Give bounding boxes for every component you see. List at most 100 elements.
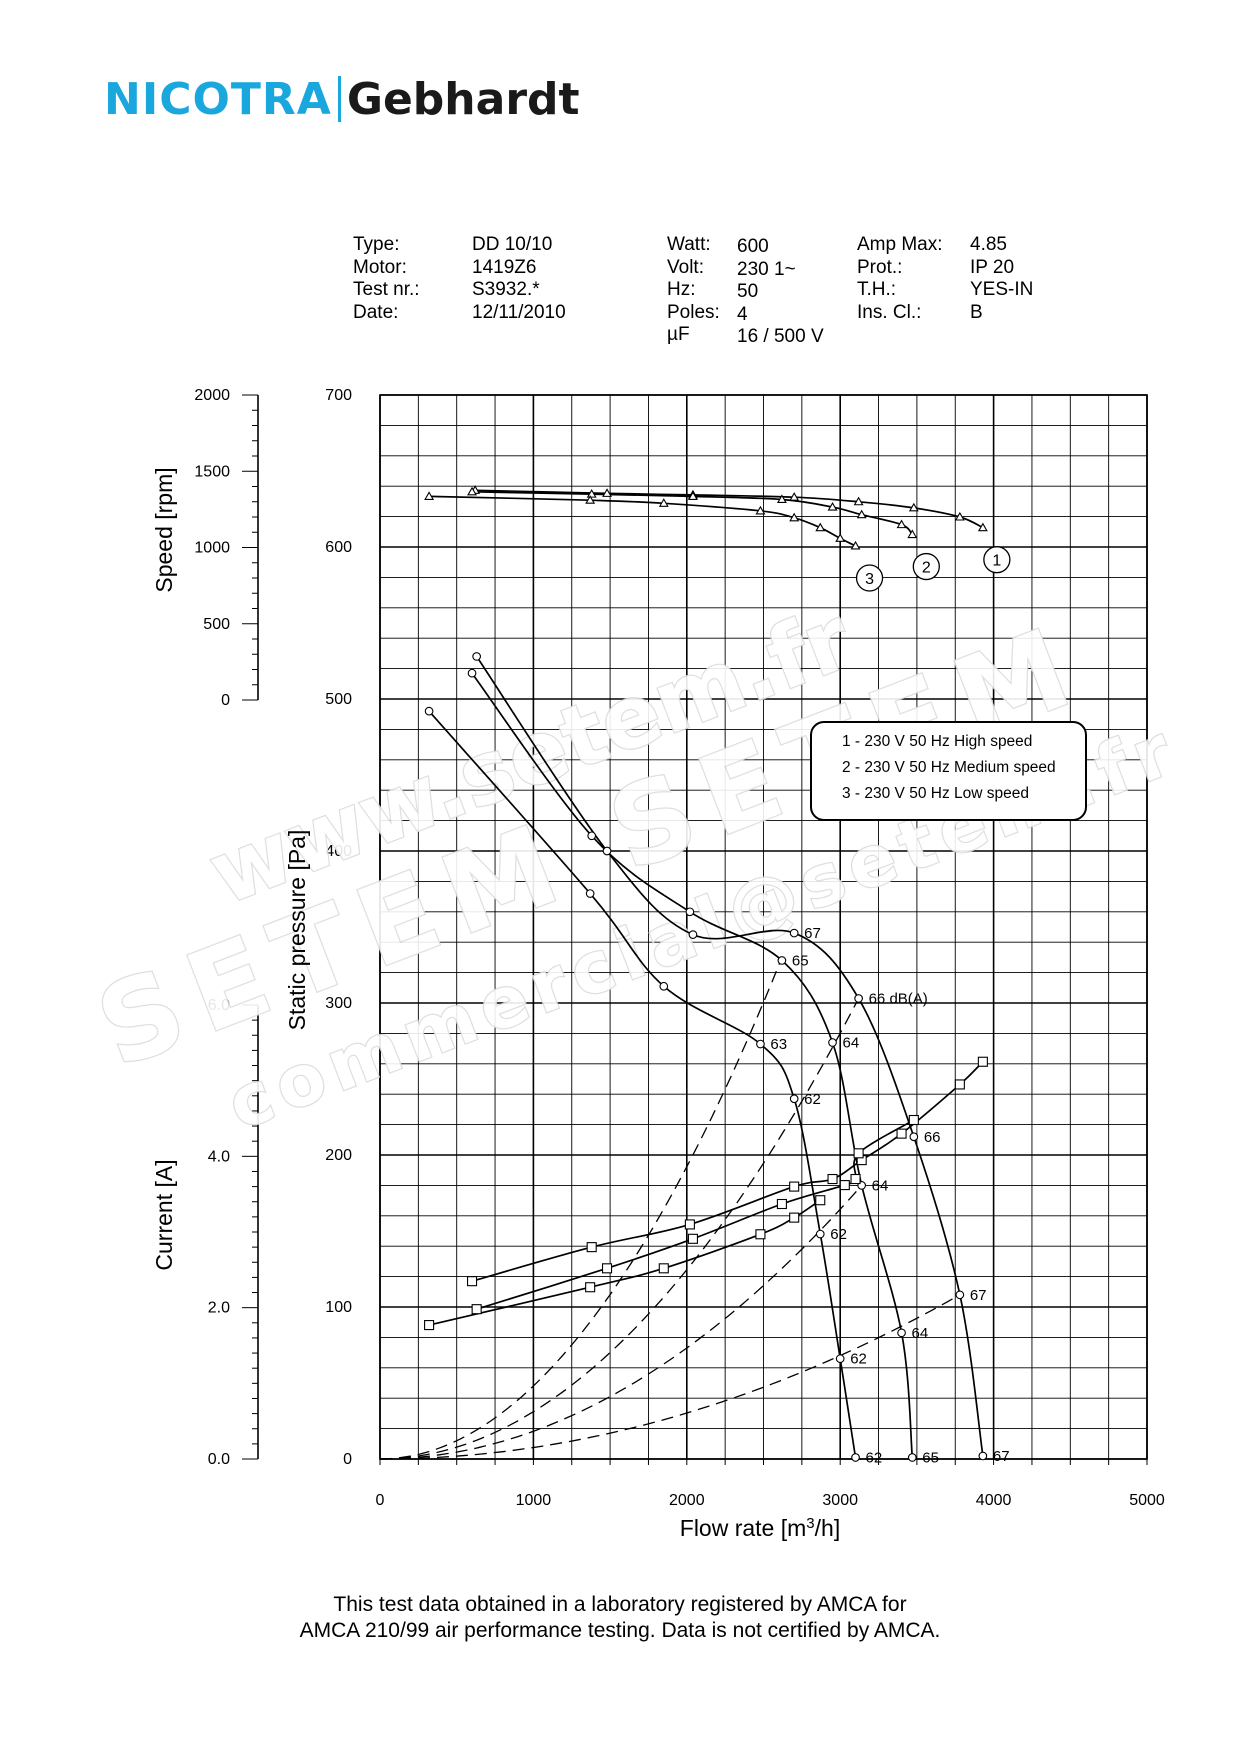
noise-level-label: 64 [843,1035,860,1052]
speed-point-marker [586,489,597,498]
spec-th-label: T.H.: [857,279,897,300]
speed-point-marker [977,522,988,532]
speed-tick-label: 0 [221,692,230,709]
current-point-marker [850,1173,861,1185]
noise-level-label: 62 [866,1449,883,1466]
current-point-marker [827,1173,838,1185]
speed-axis-label: Speed [rpm] [151,467,177,592]
x-tick-label: 5000 [1129,1492,1165,1509]
current-point-marker [466,1276,478,1287]
noise-level-label: 67 [970,1287,987,1304]
pressure-point-marker [472,652,481,661]
current-point-marker [684,1219,695,1230]
spec-test-value: S3932.* [472,279,540,300]
x-tick-label: 2000 [669,1492,705,1509]
pressure-point-marker [777,956,787,965]
noise-level-label: 63 [770,1036,787,1053]
footer-note: This test data obtained in a laboratory … [0,1592,1240,1644]
pressure-tick-label: 200 [325,1147,352,1164]
pressure-point-marker [851,1453,860,1462]
spec-type-label: Type: [353,234,400,255]
pressure-tick-label: 600 [325,539,352,556]
x-tick-label: 1000 [516,1492,552,1509]
speed-point-marker [954,511,965,521]
spec-inscl-label: Ins. Cl.: [857,301,922,323]
noise-level-label: 64 [872,1177,889,1194]
speed-point-marker [755,505,766,515]
x-tick-label: 3000 [822,1492,858,1509]
speed-point-marker [853,496,864,506]
spec-th-value: YES-IN [970,279,1034,300]
system-lines [379,957,961,1460]
curve-number-badges: 123 [855,546,1011,592]
current-tick-label: 2.0 [208,1300,230,1317]
current-point-marker [789,1212,800,1223]
pressure-point-marker [424,706,434,716]
watermark: www.setem.fr SETEM SETEM commercial@sete… [80,587,1191,1147]
pressure-point-marker [978,1451,988,1461]
noise-level-label: 62 [804,1091,821,1108]
pressure-point-marker [789,928,799,938]
pressure-point-marker [789,1094,799,1104]
current-tick-label: 0.0 [208,1451,230,1468]
legend-item-3: 3 - 230 V 50 Hz Low speed [842,785,1029,802]
pressure-point-marker [815,1229,825,1239]
current-point-marker [789,1181,800,1192]
curve-badge-number: 3 [865,571,874,588]
x-axis-label: Flow rate [m3/h] [680,1515,840,1542]
pressure-point-marker [854,994,863,1003]
current-point-marker [853,1148,864,1159]
speed-point-marker [467,486,477,496]
spec-ampmax-value: 4.85 [970,234,1007,255]
curve-badge-circle [855,564,884,592]
current-point-marker [586,1242,597,1253]
spec-date-value: 12/11/2010 [472,301,566,323]
system-line-1 [379,957,783,1460]
pressure-point-marker [467,668,477,678]
pressure-point-marker [688,930,698,939]
spec-poles-value: 4 [737,303,748,325]
noise-level-label: 65 [922,1449,939,1466]
spec-test-label: Test nr.: [353,279,420,300]
current-point-marker [908,1114,919,1126]
current-point-marker [977,1056,988,1067]
current-axis-label: Current [A] [151,1159,177,1270]
spec-uf-label: µF [667,324,690,345]
speed-point-marker [776,494,787,504]
speed-point-marker [815,522,826,532]
footer-note-line1: This test data obtained in a laboratory … [333,1593,907,1616]
noise-level-label: 67 [804,925,821,942]
pressure-point-marker [897,1328,906,1338]
current-point-marker [815,1195,826,1206]
speed-point-marker [585,495,596,504]
current-point-marker [954,1079,965,1090]
speed-point-marker [856,509,867,519]
current-point-marker [776,1198,787,1210]
speed-point-marker [850,540,861,550]
spec-motor-label: Motor: [353,256,407,278]
curve-legend: 1 - 230 V 50 Hz High speed 2 - 230 V 50 … [810,721,1087,821]
spec-ampmax-label: Amp Max: [857,234,943,255]
current-point-marker [839,1180,850,1191]
x-tick-label: 4000 [976,1492,1012,1509]
spec-volt-label: Volt: [667,256,704,278]
system-line-4 [379,1294,961,1460]
speed-point-marker [896,519,907,529]
pressure-point-marker [602,846,612,856]
speed-curve-1 [475,489,984,529]
logo-nicotra: NICOTRA [104,73,332,125]
speed-point-marker [424,491,435,500]
current-point-marker [896,1128,907,1139]
spec-date-label: Date: [353,301,399,323]
legend-item-2: 2 - 230 V 50 Hz Medium speed [842,759,1056,776]
spec-col3-labels: Amp Max: Prot.: T.H.: Ins. Cl.: [857,234,943,324]
pressure-point-marker [835,1354,845,1364]
spec-hz-label: Hz: [667,279,696,300]
noise-level-label: 66 dB(A) [869,990,928,1007]
noise-level-label: 67 [993,1448,1010,1465]
noise-level-label: 66 [924,1129,941,1146]
curve-badge-circle [912,552,940,581]
spec-col2-values: 600 230 1~ 50 4 16 / 500 V [737,236,824,349]
